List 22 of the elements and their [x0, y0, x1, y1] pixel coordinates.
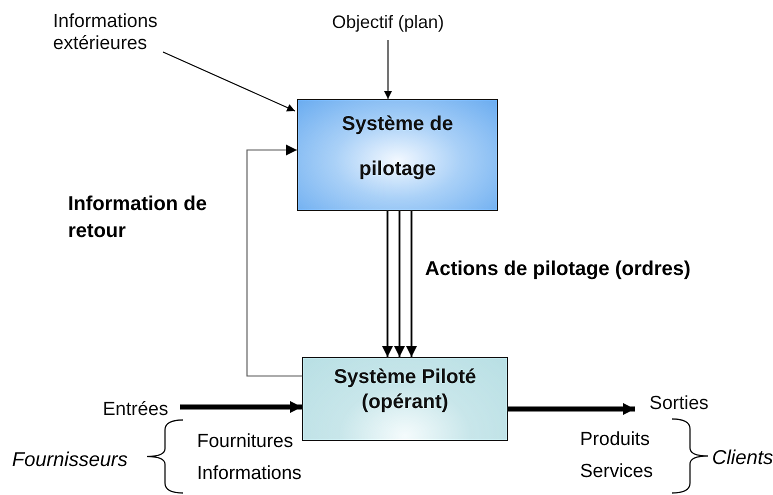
item-label: Produits: [580, 429, 650, 451]
node-label: Objectif (plan): [332, 12, 444, 32]
group-label: Fournisseurs: [12, 449, 128, 472]
arrow: [246, 144, 302, 377]
arrow: [180, 401, 302, 413]
item-label: Informations: [197, 463, 302, 485]
arrow: [382, 211, 393, 357]
node-label: Sorties: [649, 393, 709, 415]
arrow: [384, 40, 392, 99]
item-label: Services: [580, 461, 653, 483]
item-label: Fournitures: [197, 431, 294, 453]
arrow: [162, 52, 296, 112]
node-label: Entrées: [102, 399, 168, 421]
arrow: [508, 403, 635, 415]
operating-system-box: [302, 357, 508, 441]
arrow: [394, 211, 405, 357]
node-label: Informations extérieures: [53, 11, 159, 55]
arrow: [406, 211, 417, 357]
box-title: Système de pilotage: [340, 112, 454, 182]
group-label: Clients: [712, 447, 773, 470]
box-title: Système Piloté (opérant): [332, 365, 478, 415]
control-system-box: [297, 99, 498, 211]
